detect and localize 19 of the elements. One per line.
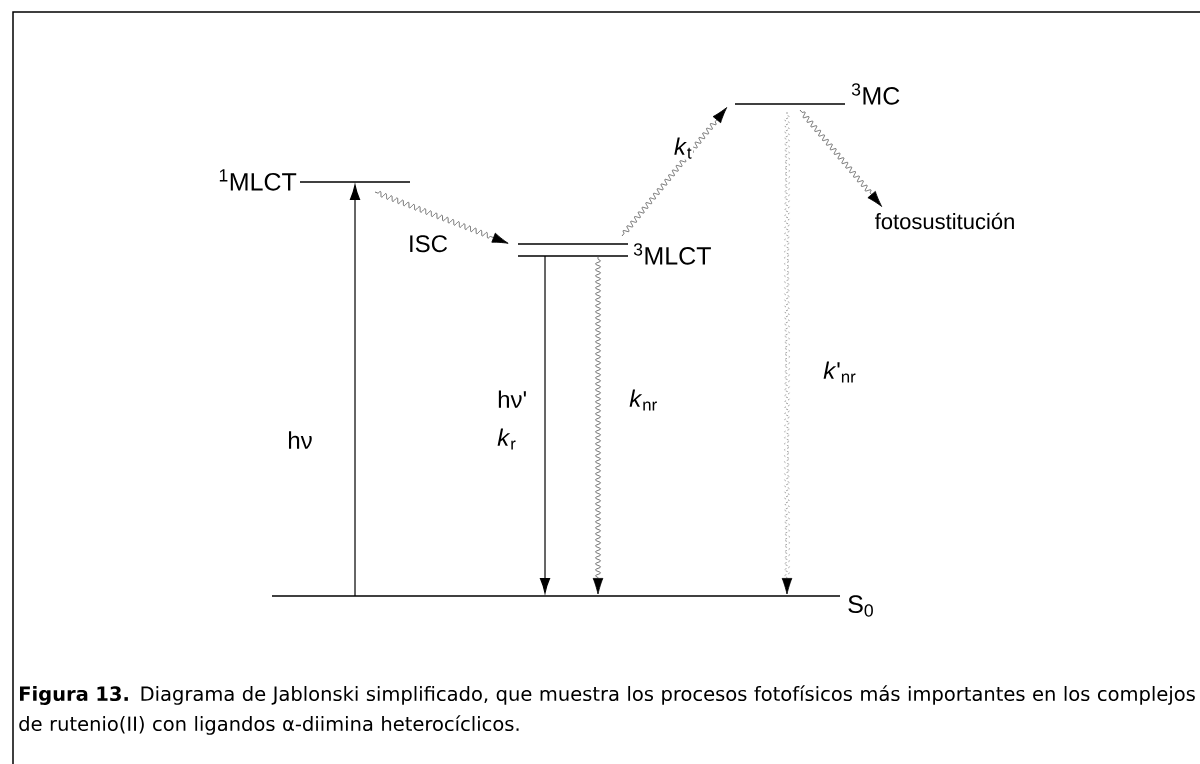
edge-label: hν' k$_{r}$ — [496, 389, 535, 451]
arrow — [781, 111, 793, 595]
arrow — [374, 191, 509, 244]
arrow — [349, 184, 361, 597]
energy-level: $^{3}$MC — [734, 83, 900, 105]
edge-label: k$_{nr}$ — [628, 388, 659, 412]
edge-label: k'$_{nr}$ — [822, 360, 858, 384]
edge-label: k$_{t}$ — [672, 136, 694, 160]
arrow — [799, 109, 883, 207]
arrow — [592, 255, 604, 595]
edge-label: ISC — [407, 234, 449, 254]
energy-level: $^{3}$MLCT — [517, 243, 711, 265]
edge-label: hν — [286, 430, 314, 450]
figure-caption: Figura 13. Diagrama de Jablonski simplificado, que muestra los procesos fotofísicos más importantes en los complejos de rutenio(II) con ligandos α-diimina heterocíclicos. — [19, 685, 1195, 735]
energy-level: S$_{0}$ — [271, 595, 873, 617]
energy-level: $^{1}$MLCT — [219, 169, 411, 191]
arrow — [539, 255, 551, 594]
process-label: fotosustitución — [875, 212, 1014, 230]
arrow — [621, 107, 728, 237]
